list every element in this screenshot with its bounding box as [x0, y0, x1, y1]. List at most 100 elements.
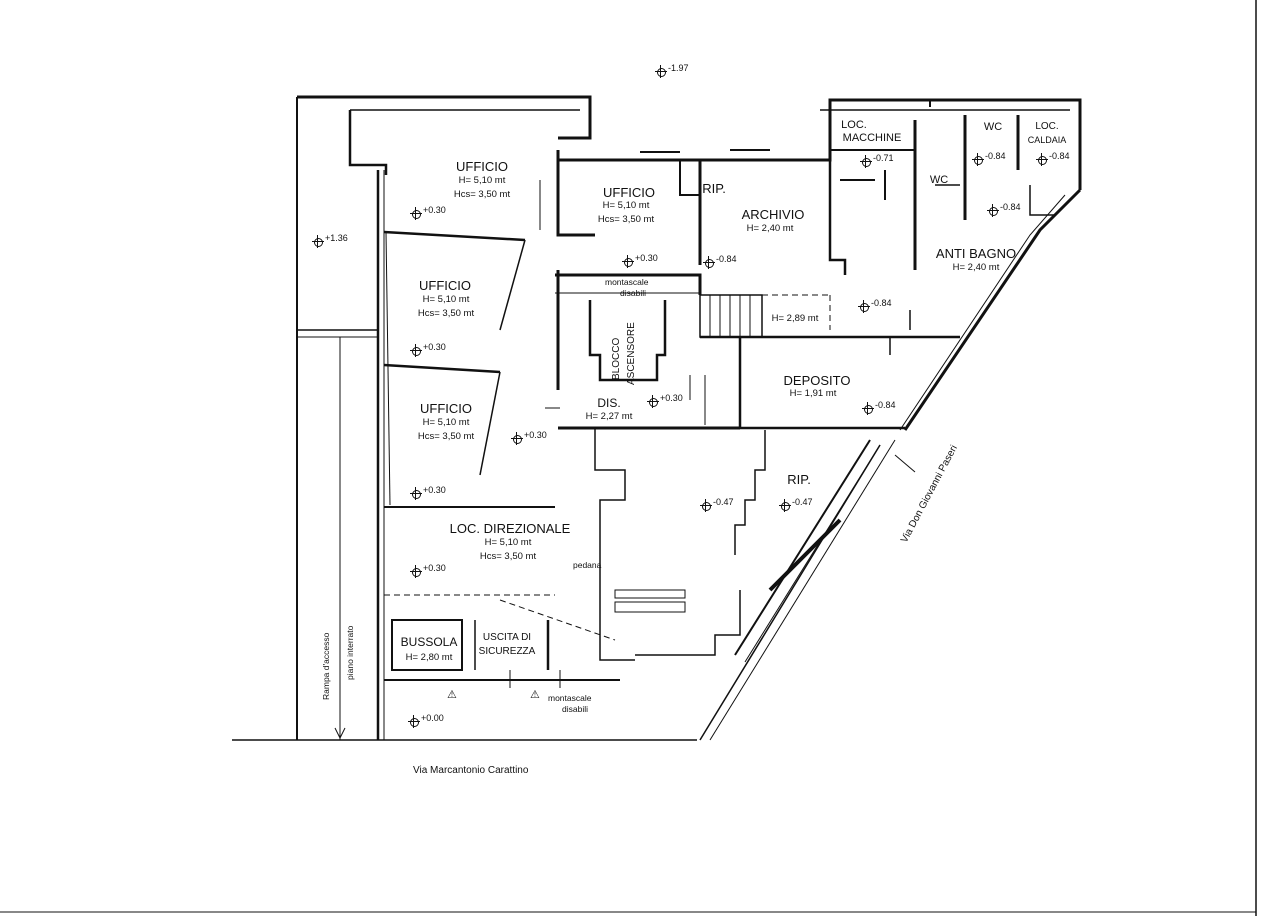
rampa-note-1: Rampa d'accesso	[321, 632, 331, 700]
level-icon	[511, 432, 523, 445]
level-icon	[1036, 153, 1048, 166]
level-icon	[408, 715, 420, 728]
level-value: +0.30	[660, 393, 683, 403]
pedana-note: pedana	[573, 560, 602, 570]
level-marker: +0.30	[647, 393, 683, 408]
room-bussola-h: H= 2,80 mt	[405, 652, 453, 663]
montascale-top-2: disabili	[620, 288, 646, 298]
level-marker: -0.84	[858, 298, 892, 313]
level-value: +0.00	[421, 713, 444, 723]
level-icon	[860, 155, 872, 168]
room-rip-bottom: RIP.	[787, 472, 811, 487]
level-value: +1.36	[325, 233, 348, 243]
room-deposito-name: DEPOSITO	[783, 373, 851, 388]
street-bottom: Via Marcantonio Carattino	[413, 765, 529, 776]
level-value: +0.30	[423, 563, 446, 573]
level-icon	[410, 565, 422, 578]
room-loc-macchine-2: MACCHINE	[842, 132, 902, 144]
room-ufficio-1-hcs: Hcs= 3,50 mt	[453, 189, 511, 200]
level-icon	[647, 395, 659, 408]
montascale-top-1: montascale	[605, 277, 649, 287]
room-uscita-2: SICUREZZA	[478, 646, 536, 657]
level-value: -0.84	[871, 298, 892, 308]
room-ufficio-3-name: UFFICIO	[419, 278, 471, 293]
level-marker: +0.00	[408, 713, 444, 728]
level-marker: +0.30	[410, 342, 446, 357]
level-icon	[410, 487, 422, 500]
level-marker: -0.47	[700, 497, 734, 512]
level-marker: -1.97	[655, 63, 689, 78]
level-icon	[410, 344, 422, 357]
room-loc-caldaia-2: CALDAIA	[1027, 135, 1067, 145]
level-value: -0.84	[1000, 202, 1021, 212]
room-archivio-name: ARCHIVIO	[741, 207, 805, 222]
level-value: -0.47	[713, 497, 734, 507]
level-marker: +0.30	[511, 430, 547, 445]
level-value: +0.30	[423, 205, 446, 215]
level-value: +0.30	[423, 342, 446, 352]
level-marker: -0.84	[987, 202, 1021, 217]
room-wc-1: WC	[983, 121, 1003, 133]
room-ufficio-4-name: UFFICIO	[420, 401, 472, 416]
room-ufficio-1-h: H= 5,10 mt	[458, 175, 506, 186]
room-anti-bagno-h: H= 2,40 mt	[952, 262, 1000, 273]
stair-h: H= 2,89 mt	[771, 313, 819, 324]
level-icon	[655, 65, 667, 78]
montascale-bottom-2: disabili	[562, 704, 588, 714]
level-marker: -0.84	[862, 400, 896, 415]
room-loc-macchine-1: LOC.	[841, 119, 867, 131]
level-icon	[779, 499, 791, 512]
room-blocco-2: ASCENSORE	[626, 322, 637, 385]
room-dis-h: H= 2,27 mt	[585, 411, 633, 422]
level-value: +0.30	[524, 430, 547, 440]
level-marker: -0.84	[972, 151, 1006, 166]
level-marker: +0.30	[410, 485, 446, 500]
level-value: +0.30	[423, 485, 446, 495]
level-marker: +0.30	[410, 205, 446, 220]
level-value: -1.97	[668, 63, 689, 73]
room-ufficio-2-name: UFFICIO	[603, 185, 655, 200]
room-ufficio-4-hcs: Hcs= 3,50 mt	[417, 431, 475, 442]
level-marker: -0.84	[703, 254, 737, 269]
room-loc-direzionale-name: LOC. DIREZIONALE	[449, 521, 571, 536]
level-value: -0.84	[1049, 151, 1070, 161]
room-uscita-1: USCITA DI	[482, 632, 532, 643]
level-value: -0.47	[792, 497, 813, 507]
room-ufficio-3-h: H= 5,10 mt	[422, 294, 470, 305]
room-ufficio-1-name: UFFICIO	[456, 159, 508, 174]
room-ufficio-4-h: H= 5,10 mt	[422, 417, 470, 428]
level-icon	[312, 235, 324, 248]
level-icon	[410, 207, 422, 220]
level-marker: +0.30	[410, 563, 446, 578]
warning-icon: ⚠	[447, 689, 457, 701]
level-icon	[700, 499, 712, 512]
level-value: -0.84	[875, 400, 896, 410]
room-dis-name: DIS.	[597, 396, 621, 410]
level-icon	[622, 255, 634, 268]
room-loc-caldaia-1: LOC.	[1035, 121, 1059, 132]
level-icon	[858, 300, 870, 313]
level-marker: -0.71	[860, 153, 894, 168]
room-wc-2: WC	[929, 174, 949, 186]
room-loc-direzionale-hcs: Hcs= 3,50 mt	[479, 551, 537, 562]
room-bussola-name: BUSSOLA	[400, 635, 458, 649]
room-ufficio-3-hcs: Hcs= 3,50 mt	[417, 308, 475, 319]
level-value: -0.84	[716, 254, 737, 264]
level-value: -0.84	[985, 151, 1006, 161]
room-ufficio-2-h: H= 5,10 mt	[602, 200, 650, 211]
room-blocco-1: BLOCCO	[611, 337, 622, 380]
level-icon	[703, 256, 715, 269]
level-value: -0.71	[873, 153, 894, 163]
montascale-bottom-1: montascale	[548, 693, 592, 703]
room-loc-direzionale-h: H= 5,10 mt	[484, 537, 532, 548]
room-ufficio-2-hcs: Hcs= 3,50 mt	[597, 214, 655, 225]
level-marker: -0.84	[1036, 151, 1070, 166]
rampa-note-2: piano interrato	[345, 625, 355, 680]
level-marker: -0.47	[779, 497, 813, 512]
level-icon	[987, 204, 999, 217]
warning-icon: ⚠	[530, 689, 540, 701]
room-archivio-h: H= 2,40 mt	[746, 223, 794, 234]
room-anti-bagno-name: ANTI BAGNO	[935, 246, 1017, 261]
level-marker: +1.36	[312, 233, 348, 248]
